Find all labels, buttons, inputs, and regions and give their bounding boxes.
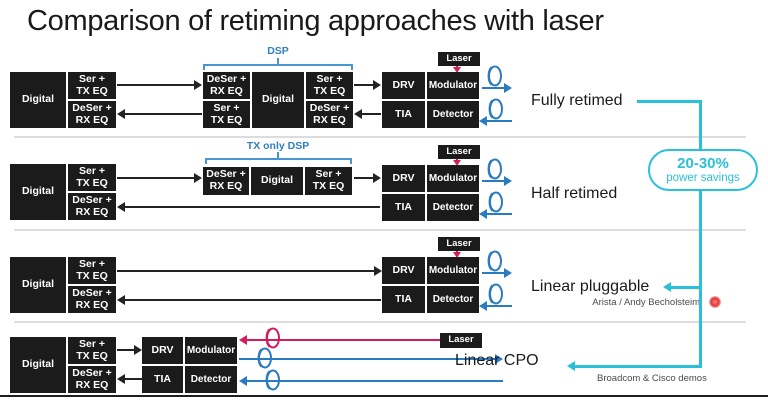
bottom-edge-line bbox=[0, 395, 768, 397]
tia-box: TIA bbox=[142, 366, 183, 393]
tx-fiber-arrow bbox=[482, 83, 512, 93]
digital-box: Digital bbox=[252, 72, 304, 128]
savings-connector-vertical bbox=[699, 100, 702, 368]
row-credit: Broadcom & Cisco demos bbox=[597, 373, 707, 384]
savings-arrow-linear-pluggable bbox=[663, 282, 701, 291]
savings-arrow-linear-cpo bbox=[567, 361, 701, 370]
tx-signal-arrow bbox=[354, 80, 381, 90]
dsp-bracket-tick bbox=[277, 58, 279, 64]
rx-signal-arrow bbox=[117, 374, 142, 384]
deser-rx-eq-box: DeSer + RX EQ bbox=[203, 167, 249, 195]
laser-box: Laser bbox=[438, 145, 480, 159]
fiber-coil-icon bbox=[483, 64, 503, 88]
tx-only-dsp-label: TX only DSP bbox=[246, 140, 310, 152]
tx-signal-arrow bbox=[117, 345, 142, 355]
modulator-box: Modulator bbox=[427, 165, 479, 192]
row-label: Linear pluggable bbox=[531, 278, 650, 295]
deser-rx-eq-box: DeSer + RX EQ bbox=[203, 72, 250, 99]
power-savings-callout: 20-30% power savings bbox=[648, 149, 758, 191]
row-credit: Arista / Andy Becholsteim bbox=[592, 297, 700, 308]
tx-only-dsp-bracket bbox=[205, 158, 352, 164]
row-separator bbox=[14, 229, 746, 231]
tx-fiber-arrow bbox=[482, 268, 512, 278]
ser-tx-eq-box: Ser + TX EQ bbox=[68, 72, 116, 99]
tx-signal-arrow bbox=[117, 266, 382, 276]
tx-signal-arrow bbox=[117, 80, 202, 90]
tx-signal-arrow bbox=[117, 173, 202, 183]
modulator-box: Modulator bbox=[427, 72, 479, 99]
tx-signal-arrow bbox=[354, 173, 381, 183]
laser-down-arrow-icon bbox=[453, 252, 461, 258]
rx-signal-arrow bbox=[117, 202, 380, 212]
tx-fiber-arrow bbox=[239, 354, 503, 364]
rx-fiber-arrow bbox=[239, 376, 503, 386]
ser-tx-eq-box: Ser + TX EQ bbox=[68, 337, 116, 364]
tia-box: TIA bbox=[382, 194, 425, 221]
deser-rx-eq-box: DeSer + RX EQ bbox=[306, 101, 353, 128]
deser-rx-eq-box: DeSer + RX EQ bbox=[68, 286, 116, 313]
digital-box: Digital bbox=[10, 337, 66, 393]
digital-box: Digital bbox=[10, 72, 66, 128]
laser-down-arrow-icon bbox=[453, 67, 461, 73]
tia-box: TIA bbox=[382, 286, 425, 313]
drv-box: DRV bbox=[382, 257, 425, 284]
fiber-coil-icon bbox=[483, 249, 503, 273]
deser-rx-eq-box: DeSer + RX EQ bbox=[68, 193, 116, 220]
ser-tx-eq-box: Ser + TX EQ bbox=[203, 101, 250, 128]
savings-connector-top bbox=[637, 100, 702, 103]
laser-box: Laser bbox=[440, 333, 482, 348]
digital-box: Digital bbox=[10, 257, 66, 313]
fiber-coil-icon bbox=[261, 326, 281, 350]
modulator-box: Modulator bbox=[185, 337, 237, 364]
drv-box: DRV bbox=[382, 165, 425, 192]
modulator-box: Modulator bbox=[427, 257, 479, 284]
power-savings-caption: power savings bbox=[666, 172, 740, 185]
fiber-coil-icon bbox=[253, 346, 273, 370]
digital-box: Digital bbox=[251, 167, 303, 195]
rx-fiber-arrow bbox=[479, 301, 512, 311]
detector-box: Detector bbox=[427, 101, 479, 128]
deser-rx-eq-box: DeSer + RX EQ bbox=[68, 366, 116, 393]
row-label: Half retimed bbox=[531, 185, 618, 202]
fiber-coil-icon bbox=[483, 157, 503, 181]
page-title: Comparison of retiming approaches with l… bbox=[27, 5, 604, 37]
tx-fiber-arrow bbox=[482, 176, 512, 186]
tia-box: TIA bbox=[382, 101, 425, 128]
ser-tx-eq-box: Ser + TX EQ bbox=[305, 167, 352, 195]
drv-box: DRV bbox=[142, 337, 183, 364]
ser-tx-eq-box: Ser + TX EQ bbox=[68, 257, 116, 284]
deser-rx-eq-box: DeSer + RX EQ bbox=[68, 101, 116, 128]
fiber-coil-icon bbox=[484, 190, 504, 214]
laser-box: Laser bbox=[438, 52, 480, 66]
rx-signal-arrow bbox=[354, 109, 381, 119]
ser-tx-eq-box: Ser + TX EQ bbox=[68, 164, 116, 191]
row-separator bbox=[14, 321, 746, 323]
row-separator bbox=[14, 136, 746, 138]
detector-box: Detector bbox=[427, 286, 479, 313]
digital-box: Digital bbox=[10, 164, 66, 220]
laser-down-arrow-icon bbox=[453, 160, 461, 166]
rx-fiber-arrow bbox=[479, 209, 512, 219]
laser-box: Laser bbox=[438, 237, 480, 251]
rx-fiber-arrow bbox=[479, 116, 512, 126]
drv-box: DRV bbox=[382, 72, 425, 99]
laser-fiber-arrow bbox=[239, 335, 440, 345]
laser-pointer-dot bbox=[709, 296, 721, 308]
dsp-bracket bbox=[203, 64, 353, 70]
fiber-coil-icon bbox=[484, 97, 504, 121]
rx-signal-arrow bbox=[117, 295, 381, 305]
rx-signal-arrow bbox=[117, 109, 202, 119]
power-savings-value: 20-30% bbox=[677, 155, 729, 173]
detector-box: Detector bbox=[185, 366, 237, 393]
fiber-coil-icon bbox=[261, 368, 281, 392]
row-label: Linear CPO bbox=[455, 352, 539, 369]
dsp-label: DSP bbox=[267, 45, 289, 57]
detector-box: Detector bbox=[427, 194, 479, 221]
fiber-coil-icon bbox=[484, 282, 504, 306]
row-label: Fully retimed bbox=[531, 92, 623, 109]
dsp-bracket-tick bbox=[277, 152, 279, 158]
ser-tx-eq-box: Ser + TX EQ bbox=[306, 72, 353, 99]
